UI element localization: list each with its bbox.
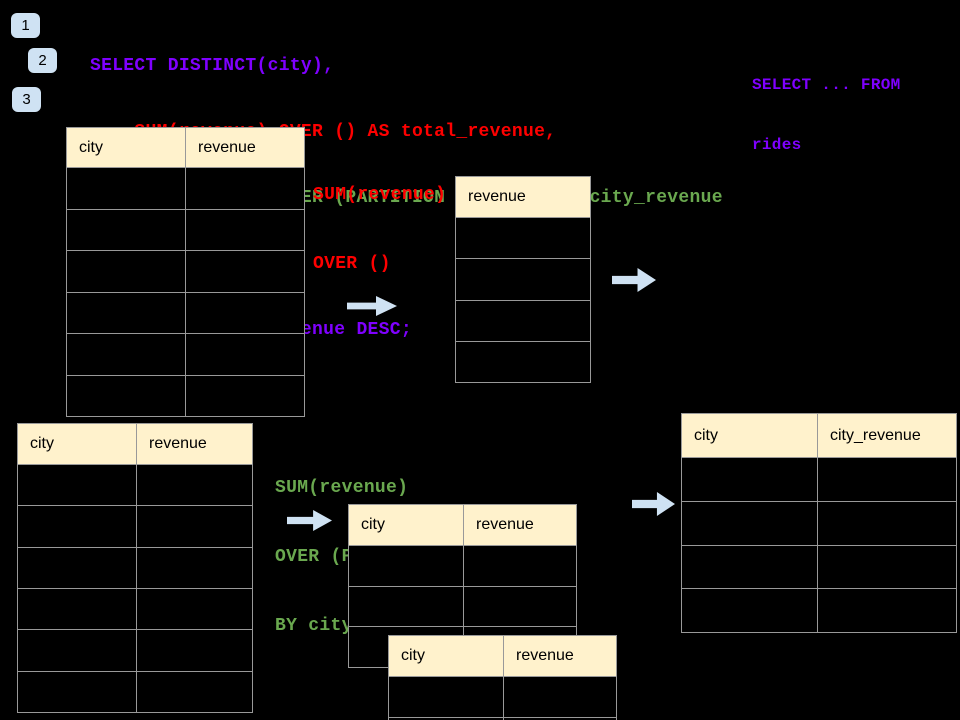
- empty-cell: [18, 671, 137, 713]
- empty-cell: [349, 586, 464, 628]
- empty-cell: [682, 458, 818, 502]
- step-badge-2: 2: [28, 48, 57, 73]
- column-header-city: city: [67, 128, 186, 168]
- empty-cell: [186, 292, 305, 334]
- empty-cell: [186, 251, 305, 293]
- empty-cell: [818, 545, 957, 590]
- empty-cell: [464, 586, 577, 628]
- empty-cell: [504, 677, 617, 718]
- sql-line-select: SELECT DISTINCT(city),: [90, 56, 335, 76]
- arrow-right-icon: [632, 492, 675, 516]
- empty-cell: [186, 168, 305, 210]
- empty-cell: [67, 292, 186, 334]
- empty-cell: [18, 465, 137, 507]
- empty-cell: [67, 375, 186, 417]
- table-partition-step-overlay: city revenue: [388, 635, 617, 720]
- empty-cell: [456, 341, 591, 383]
- column-header-city: city: [682, 414, 818, 458]
- empty-cell: [186, 209, 305, 251]
- annotation-total-line-1: SUM(revenue): [313, 185, 447, 205]
- column-header-city: city: [349, 505, 464, 546]
- column-header-revenue: revenue: [137, 424, 253, 465]
- empty-cell: [137, 465, 253, 507]
- column-header-city-revenue: city_revenue: [818, 414, 957, 458]
- empty-cell: [137, 671, 253, 713]
- empty-cell: [456, 218, 591, 260]
- empty-cell: [682, 545, 818, 590]
- empty-cell: [456, 300, 591, 342]
- column-header-city: city: [18, 424, 137, 465]
- column-header-city: city: [389, 636, 504, 677]
- empty-cell: [349, 546, 464, 587]
- column-header-revenue: revenue: [456, 177, 591, 218]
- table-city-revenue-result: city city_revenue: [681, 413, 957, 633]
- annotation-total-line-2: OVER (): [313, 254, 391, 274]
- empty-cell: [18, 630, 137, 672]
- side-note-select-from-rides: SELECT ... FROM rides: [752, 35, 901, 195]
- empty-cell: [186, 334, 305, 376]
- table-total-revenue-result: revenue: [455, 176, 591, 383]
- empty-cell: [137, 588, 253, 631]
- column-header-revenue: revenue: [186, 128, 305, 168]
- empty-cell: [818, 458, 957, 502]
- annotation-total-revenue: SUM(revenue) OVER (): [313, 138, 446, 322]
- side-note-line-1: SELECT ... FROM: [752, 76, 901, 94]
- table-rides-source-bottom: city revenue: [17, 423, 253, 713]
- empty-cell: [137, 547, 253, 589]
- column-header-revenue: revenue: [504, 636, 617, 677]
- empty-cell: [389, 677, 504, 718]
- empty-cell: [504, 718, 617, 720]
- side-note-line-2: rides: [752, 136, 802, 154]
- empty-cell: [67, 168, 186, 210]
- empty-cell: [389, 718, 504, 720]
- empty-cell: [186, 375, 305, 417]
- empty-cell: [456, 259, 591, 301]
- empty-cell: [67, 251, 186, 293]
- column-header-revenue: revenue: [464, 505, 577, 546]
- empty-cell: [818, 501, 957, 546]
- empty-cell: [682, 501, 818, 546]
- step-badge-3: 3: [12, 87, 41, 112]
- empty-cell: [67, 334, 186, 376]
- empty-cell: [137, 630, 253, 672]
- empty-cell: [18, 506, 137, 548]
- step-badge-1: 1: [11, 13, 40, 38]
- empty-cell: [818, 589, 957, 633]
- empty-cell: [18, 588, 137, 631]
- empty-cell: [137, 506, 253, 548]
- empty-cell: [464, 546, 577, 587]
- empty-cell: [682, 589, 818, 633]
- annotation-partition-line-1: SUM(revenue): [275, 478, 409, 498]
- empty-cell: [18, 547, 137, 589]
- empty-cell: [67, 209, 186, 251]
- table-rides-source-top: city revenue: [66, 127, 305, 417]
